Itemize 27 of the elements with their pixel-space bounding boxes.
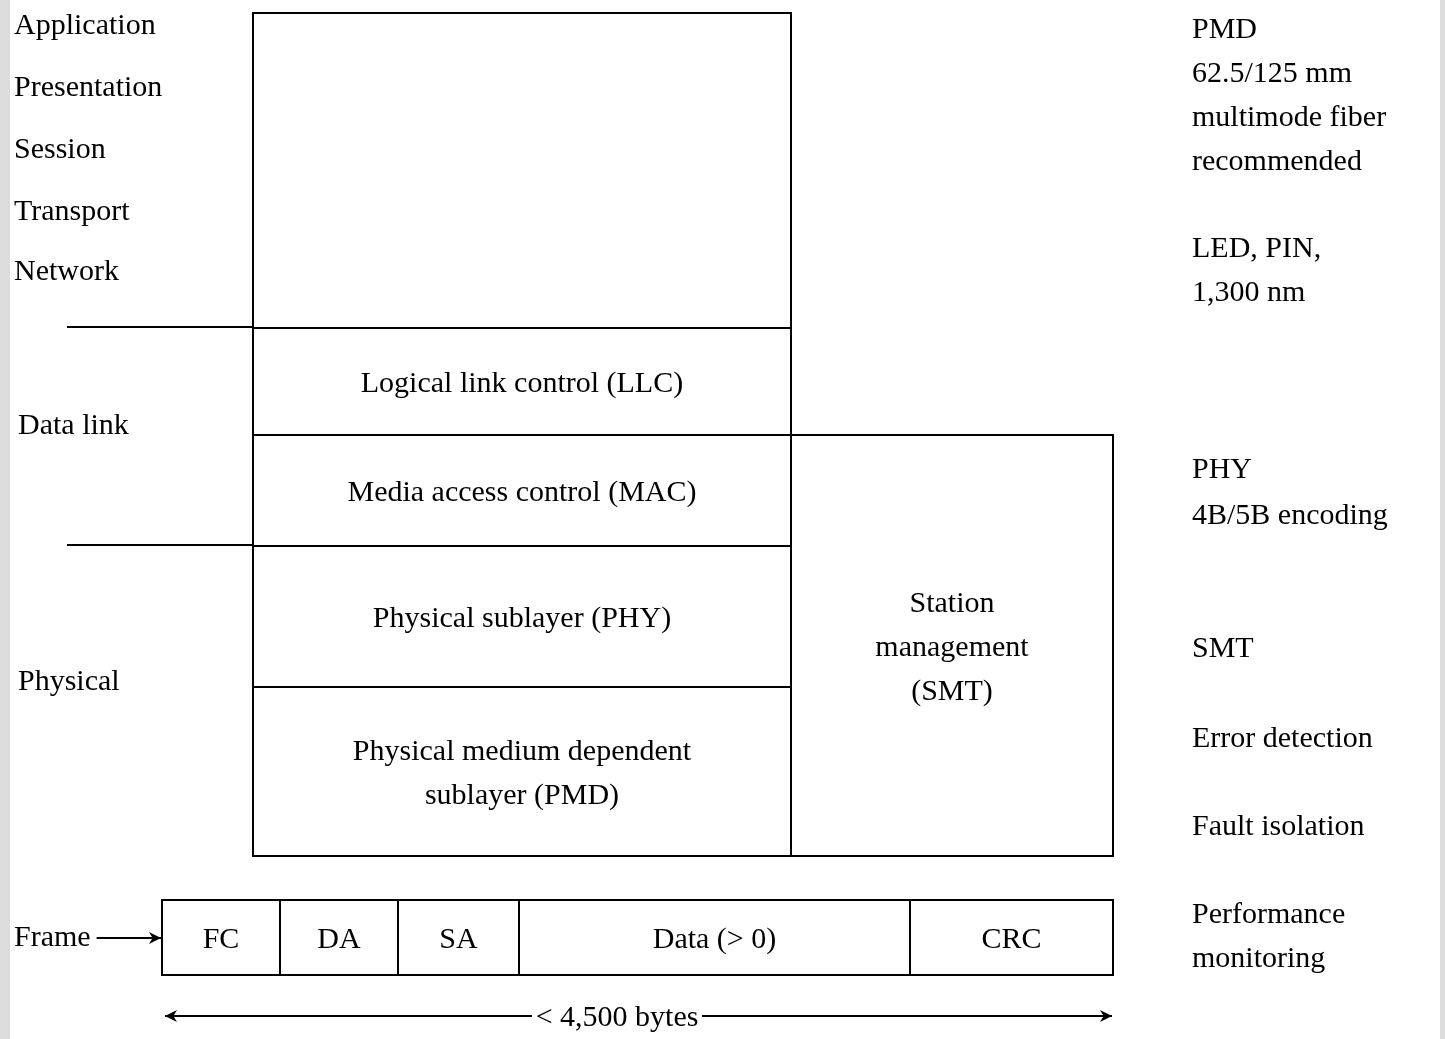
frame-field: CRC (909, 899, 1114, 976)
layer-name: Transport (14, 192, 130, 228)
layer-name: Physical (18, 662, 120, 698)
sublayer-box: Logical link control (LLC) (252, 327, 792, 436)
frame-field: SA (397, 899, 520, 976)
note-text: Fault isolation (1192, 807, 1365, 843)
layer-name: Application (14, 6, 156, 42)
note-text: 62.5/125 mm multimode fiber recommended (1192, 54, 1388, 178)
management-box: Station management (SMT) (790, 434, 1114, 857)
layer-name: Session (14, 130, 106, 166)
layer-name: Data link (18, 406, 129, 442)
note-text: Error detection (1192, 719, 1373, 755)
frame-field: DA (279, 899, 399, 976)
note-text: LED, PIN, 1,300 nm (1192, 229, 1323, 309)
arrow (95, 932, 162, 944)
frame-field: FC (161, 899, 281, 976)
note-text: 4B/5B encoding (1192, 496, 1388, 532)
layer-name: Network (14, 252, 119, 288)
layer-box (252, 12, 792, 329)
note-text: PHY (1192, 450, 1252, 486)
frame-label: Frame (14, 914, 91, 958)
note-text: PMD (1192, 10, 1258, 46)
note-text: Performance monitoring (1192, 895, 1347, 975)
layer-name: Presentation (14, 68, 163, 104)
sublayer-box: Physical medium dependent sublayer (PMD) (252, 686, 792, 857)
note-text: SMT (1192, 629, 1254, 665)
frame-field: Data (> 0) (518, 899, 911, 976)
